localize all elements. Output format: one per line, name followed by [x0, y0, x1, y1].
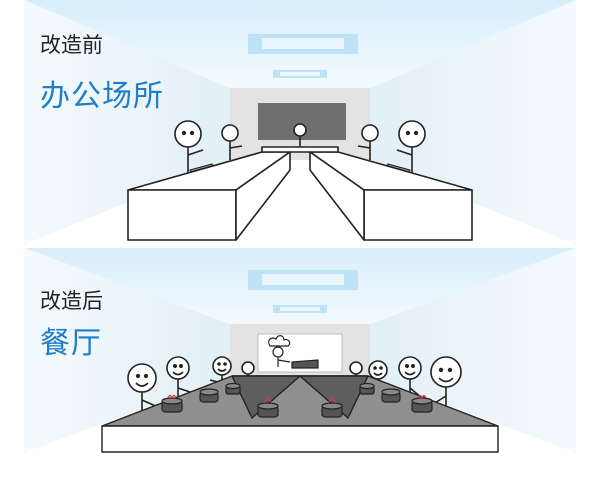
ceiling-light-icon — [248, 270, 358, 290]
restaurant-scene — [24, 248, 576, 453]
office-scene — [24, 0, 576, 245]
right-wall — [370, 0, 576, 245]
conference-table — [127, 146, 473, 241]
person-icon — [396, 120, 426, 175]
person-icon — [209, 356, 232, 394]
panel-before-office: 改造前 办公场所 — [24, 0, 576, 245]
person-icon — [429, 356, 462, 418]
hotpot-icon — [199, 388, 219, 403]
ceiling-light-icon — [273, 70, 327, 78]
left-wall — [24, 248, 230, 453]
ceiling-light-icon — [273, 305, 327, 313]
hotpot-icon — [411, 394, 433, 413]
hotpot-icon — [381, 388, 401, 403]
before-caption: 改造前 — [40, 33, 103, 57]
person-icon — [357, 124, 379, 160]
person-icon — [398, 356, 423, 403]
hotpot-icon — [225, 382, 241, 395]
person-icon — [166, 356, 197, 403]
after-title: 餐厅 — [40, 326, 102, 361]
chef-icon — [268, 335, 319, 369]
person-icon — [221, 124, 243, 160]
hotpot-icon — [321, 395, 343, 418]
panel-after-restaurant: 改造后 餐厅 — [0, 248, 600, 479]
hotpot-icon — [257, 395, 279, 418]
person-icon — [174, 120, 204, 175]
after-caption: 改造后 — [40, 289, 103, 313]
before-title: 办公场所 — [40, 79, 164, 114]
left-wall — [24, 0, 230, 245]
right-wall — [370, 248, 576, 453]
hotpot-icon — [161, 394, 183, 413]
hotpot-table — [101, 375, 499, 453]
hotpot-icon — [359, 382, 375, 395]
ceiling-light-icon — [248, 34, 358, 54]
